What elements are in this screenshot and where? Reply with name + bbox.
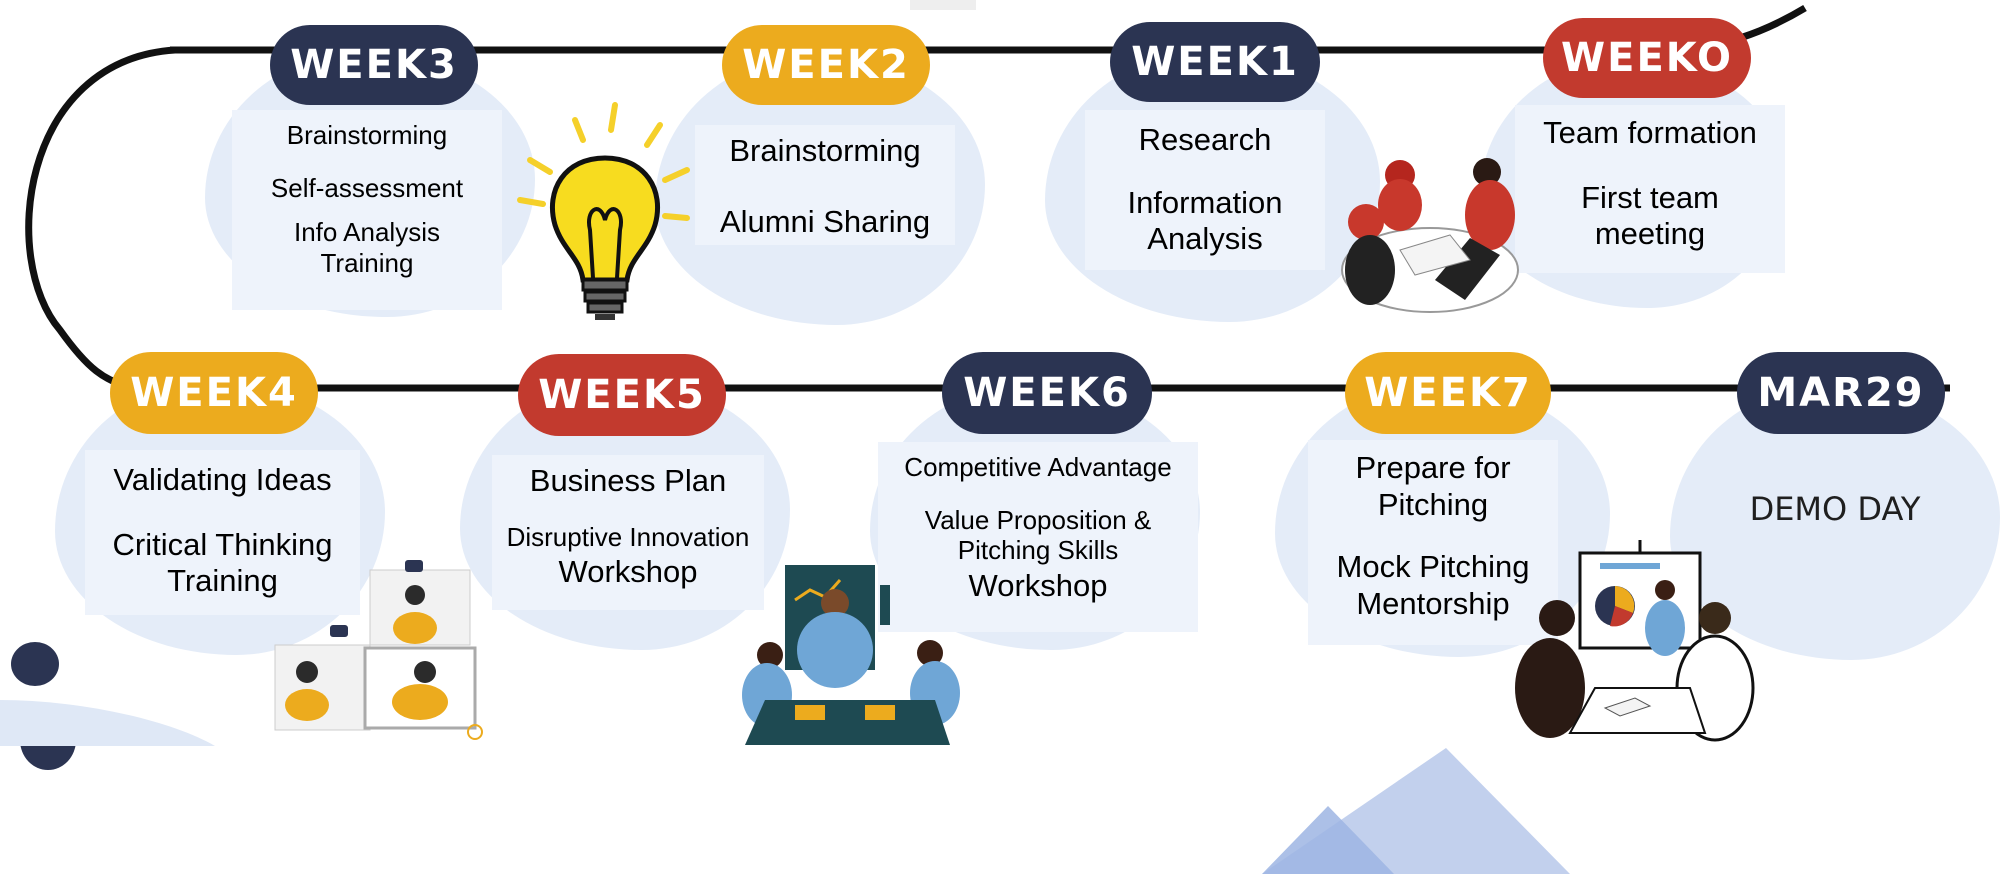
video-call-illustration	[274, 560, 483, 740]
week3-item: Self-assessment	[270, 172, 464, 203]
lightbulb-icon	[517, 102, 690, 320]
presentation-illustration	[1515, 540, 1755, 742]
week1-pill: WEEK1	[1110, 22, 1320, 102]
week0-pill: WEEKO	[1543, 18, 1751, 98]
workshop-illustration	[742, 565, 960, 745]
week1-item: Research	[1138, 122, 1272, 157]
week0-card: Team formation First team meeting	[1515, 105, 1785, 273]
week3-card: Brainstorming Self-assessment Info Analy…	[232, 110, 502, 310]
week0-item: Team formation	[1543, 115, 1757, 150]
week1-card: Research Information Analysis	[1085, 110, 1325, 270]
week5-card: Business Plan Disruptive Innovation Work…	[492, 455, 764, 610]
week3-item: Info Analysis Training	[294, 217, 440, 279]
week4-item: Validating Ideas	[113, 462, 332, 497]
week5-item: Disruptive Innovation	[506, 521, 750, 552]
dot-decoration	[11, 642, 59, 686]
demo-day-label: DEMO DAY	[1749, 490, 1921, 528]
week6-item: Competitive Advantage	[904, 452, 1172, 482]
week5-item: Business Plan	[529, 463, 727, 498]
team-meeting-illustration	[1341, 158, 1519, 313]
week2-pill: WEEK2	[722, 25, 930, 105]
week2-card: Brainstorming Alumni Sharing	[695, 125, 955, 245]
week0-item: First team meeting	[1581, 179, 1719, 252]
week6-pill: WEEK6	[942, 352, 1152, 434]
week5-pill: WEEK5	[518, 354, 726, 436]
week7-card: Prepare for Pitching Mock Pitching Mento…	[1308, 440, 1558, 645]
week1-item: Information Analysis	[1127, 184, 1283, 257]
week7-pill: WEEK7	[1345, 352, 1551, 434]
week6-item: Workshop	[968, 568, 1108, 604]
week7-item: Prepare for Pitching	[1355, 450, 1511, 522]
week7-item: Mock Pitching Mentorship	[1336, 549, 1530, 621]
week4-item: Critical Thinking Training	[112, 526, 333, 599]
week3-item: Brainstorming	[286, 120, 448, 150]
week2-item: Brainstorming	[729, 133, 921, 168]
week6-item: Value Proposition & Pitching Skills	[924, 504, 1152, 566]
demo-day-pill: MAR29	[1737, 352, 1945, 434]
week3-pill: WEEK3	[270, 25, 478, 105]
week5-item: Workshop	[558, 554, 698, 590]
week4-card: Validating Ideas Critical Thinking Train…	[85, 450, 360, 615]
week4-pill: WEEK4	[110, 352, 318, 434]
week2-item: Alumni Sharing	[719, 203, 931, 239]
week6-card: Competitive Advantage Value Proposition …	[878, 442, 1198, 632]
